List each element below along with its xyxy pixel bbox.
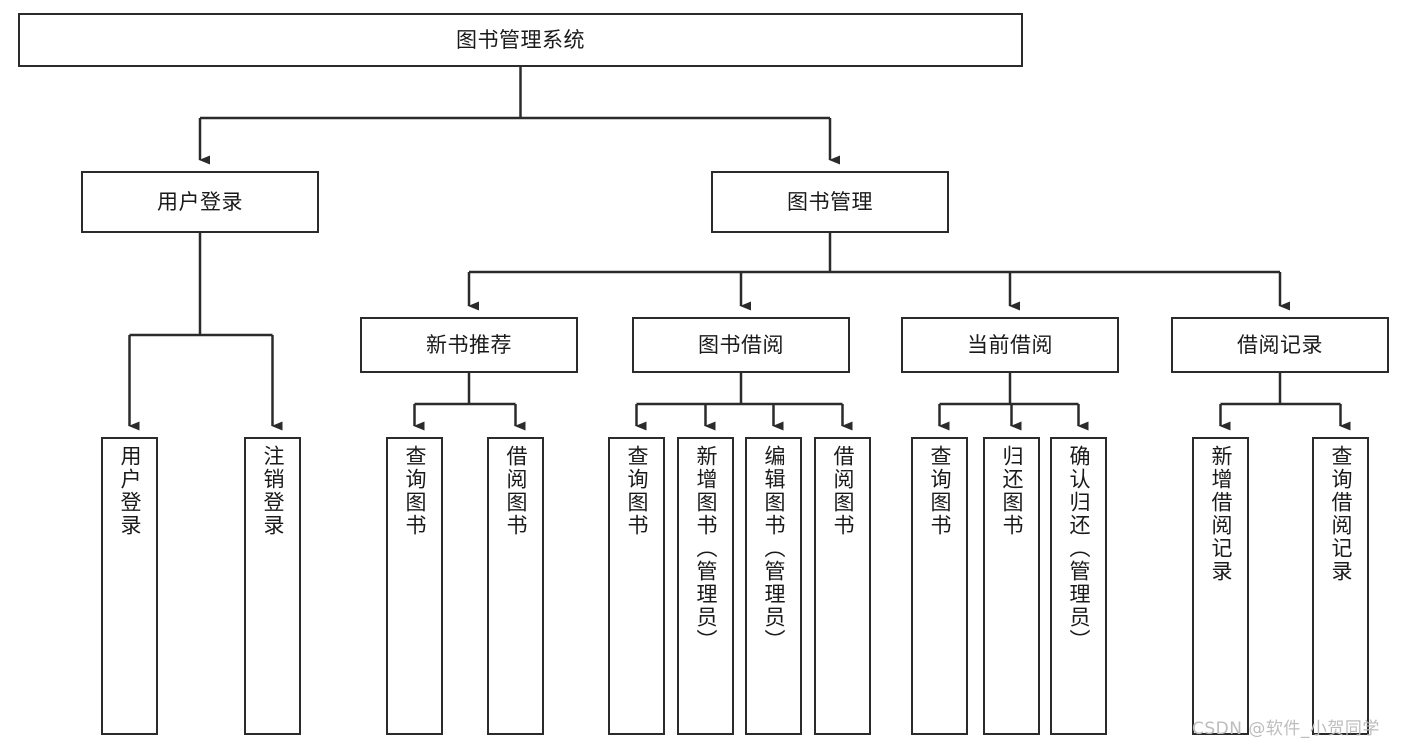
- node-label: 图书管理系统: [456, 27, 585, 52]
- node-label: 借阅图书: [504, 445, 528, 537]
- node-label: 借阅记录: [1237, 332, 1323, 357]
- node-n-query[interactable]: 查询图书: [386, 437, 443, 735]
- node-label: 查询借阅记录: [1329, 445, 1353, 583]
- node-b-query[interactable]: 查询图书: [608, 437, 665, 735]
- node-c-return[interactable]: 归还图书: [983, 437, 1040, 735]
- csdn-watermark: CSDN @软件_小贺同学: [1192, 719, 1380, 739]
- node-label: 图书管理: [787, 189, 873, 214]
- node-label: 图书借阅: [698, 332, 784, 357]
- node-label: 查询图书: [928, 445, 952, 537]
- node-b-borrow[interactable]: 借阅图书: [814, 437, 871, 735]
- node-records[interactable]: 借阅记录: [1171, 317, 1389, 373]
- node-b-edit[interactable]: 编辑图书（管理员）: [745, 437, 802, 735]
- node-root[interactable]: 图书管理系统: [18, 13, 1023, 67]
- node-c-confirm[interactable]: 确认归还（管理员）: [1050, 437, 1107, 735]
- node-label: 查询图书: [403, 445, 427, 537]
- node-label: 借阅图书: [831, 445, 855, 537]
- node-current[interactable]: 当前借阅: [901, 317, 1119, 373]
- node-borrow[interactable]: 图书借阅: [632, 317, 850, 373]
- node-newbook[interactable]: 新书推荐: [360, 317, 578, 373]
- node-label: 编辑图书（管理员）: [762, 445, 786, 652]
- node-r-query[interactable]: 查询借阅记录: [1312, 437, 1369, 735]
- node-label: 查询图书: [625, 445, 649, 537]
- node-label: 新增借阅记录: [1209, 445, 1233, 583]
- node-bookmgmt[interactable]: 图书管理: [711, 171, 949, 233]
- node-label: 归还图书: [1000, 445, 1024, 537]
- node-b-add[interactable]: 新增图书（管理员）: [677, 437, 734, 735]
- node-login[interactable]: 用户登录: [81, 171, 319, 233]
- node-n-borrow[interactable]: 借阅图书: [487, 437, 544, 735]
- node-l-logout[interactable]: 注销登录: [244, 437, 301, 735]
- node-label: 注销登录: [261, 445, 285, 537]
- node-label: 用户登录: [118, 445, 142, 537]
- node-label: 用户登录: [157, 189, 243, 214]
- node-label: 确认归还（管理员）: [1067, 445, 1091, 652]
- node-label: 新书推荐: [426, 332, 512, 357]
- node-label: 当前借阅: [967, 332, 1053, 357]
- node-label: 新增图书（管理员）: [694, 445, 718, 652]
- node-l-login[interactable]: 用户登录: [101, 437, 158, 735]
- node-r-add[interactable]: 新增借阅记录: [1192, 437, 1249, 735]
- node-c-query[interactable]: 查询图书: [911, 437, 968, 735]
